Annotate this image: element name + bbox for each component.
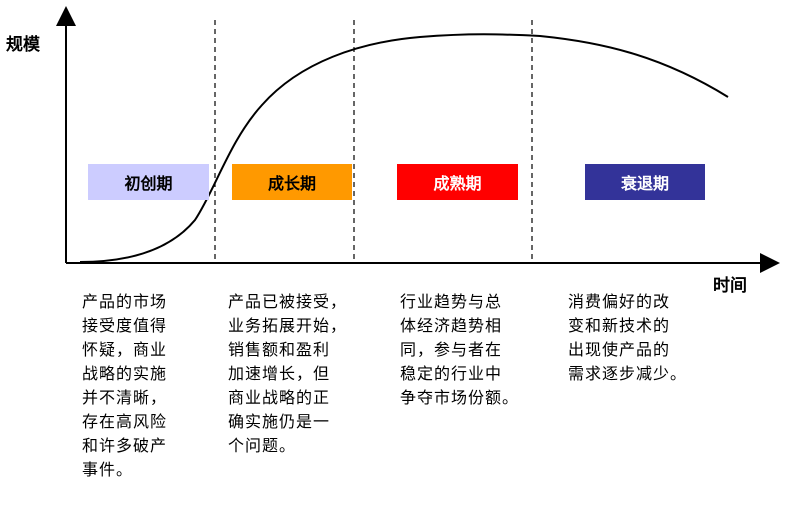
description-line: 接受度值得 [82,316,168,335]
description-line: 怀疑，商业 [82,340,168,359]
description-line: 行业趋势与总 [400,292,503,311]
stage-box-maturity: 成熟期 [397,164,518,200]
stage-description-startup: 产品的市场接受度值得怀疑，商业战略的实施并不清晰， 存在高风险和许多破产事件。 [82,290,167,482]
y-axis-label: 规模 [6,35,40,55]
description-line: 销售额和盈利 [228,340,331,359]
description-line: 产品的市场 [82,292,168,311]
stage-description-maturity: 行业趋势与总体经济趋势相同，参与者在稳定的行业中争夺市场份额。 [400,290,519,410]
description-line: 并不清晰， [82,388,168,407]
description-line: 和许多破产 [82,436,168,455]
description-line: 事件。 [82,460,134,479]
lifecycle-curve [79,33,729,263]
stage-description-decline: 消费偏好的改变和新技术的出现使产品的需求逐步减少。 [568,290,687,386]
description-line: 体经济趋势相 [400,316,503,335]
description-line: 战略的实施 [82,364,168,383]
description-line: 稳定的行业中 [400,364,503,383]
description-line: 同，参与者在 [400,340,503,359]
description-line: 消费偏好的改 [568,292,671,311]
description-line: 业务拓展开始， [228,316,348,335]
x-axis-label: 时间 [713,276,747,296]
description-line: 个问题。 [228,436,297,455]
description-line: 出现使产品的 [568,340,671,359]
stage-box-decline: 衰退期 [585,164,705,200]
description-line: 确实施仍是一 [228,412,331,431]
description-line: 商业战略的正 [228,388,331,407]
stage-description-growth: 产品已被接受， 业务拓展开始， 销售额和盈利加速增长，但商业战略的正确实施仍是一个问… [228,290,347,458]
stage-box-growth: 成长期 [232,164,352,200]
description-line: 产品已被接受， [228,292,348,311]
description-line: 加速增长，但 [228,364,331,383]
description-line: 变和新技术的 [568,316,671,335]
description-line: 存在高风险 [82,412,168,431]
stage-box-startup: 初创期 [88,164,209,200]
description-line: 争夺市场份额。 [400,388,520,407]
description-line: 需求逐步减少。 [568,364,688,383]
